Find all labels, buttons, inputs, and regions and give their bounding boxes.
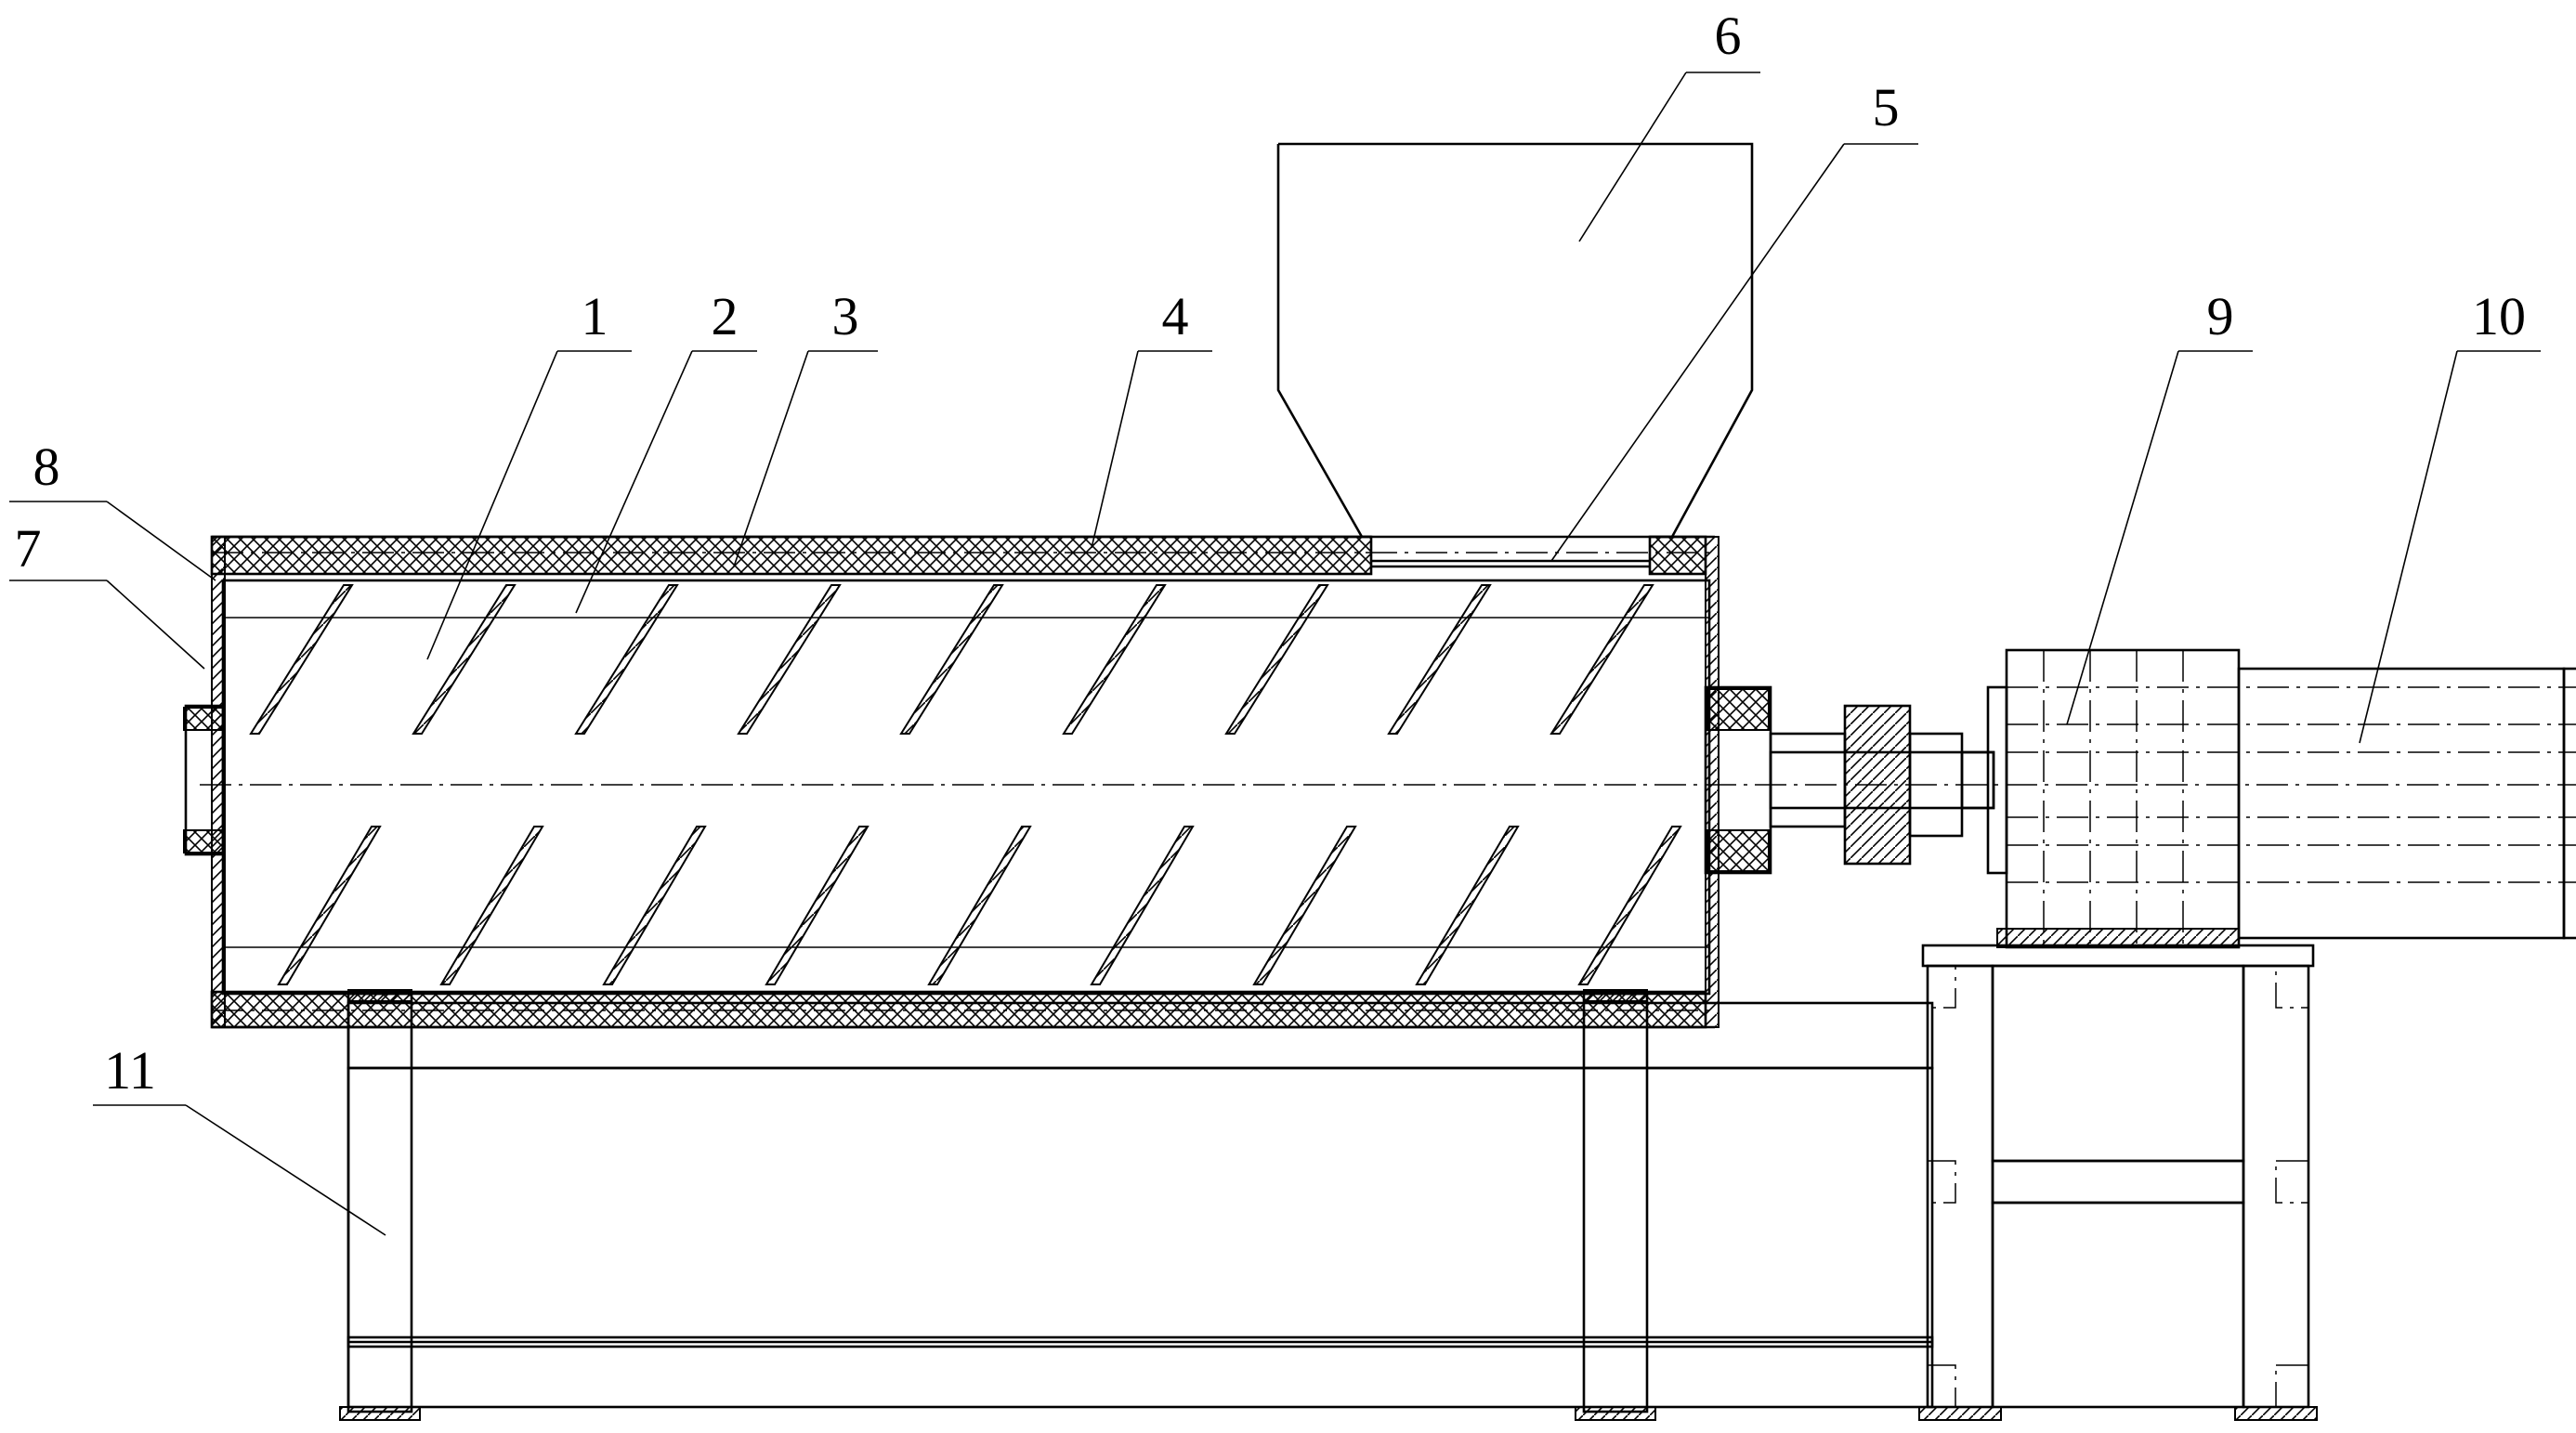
label-11: 11 xyxy=(104,1040,156,1101)
label-3: 3 xyxy=(832,286,859,346)
helical-blade-upper-9 xyxy=(1550,584,1654,735)
base-frame xyxy=(339,989,1934,1421)
label-8: 8 xyxy=(33,436,60,497)
helical-blade-upper-3 xyxy=(574,584,679,735)
helical-blade-lower-9 xyxy=(1577,826,1682,985)
helical-blades xyxy=(249,584,1682,985)
label-2: 2 xyxy=(712,286,739,346)
helical-blade-lower-1 xyxy=(277,826,382,985)
helical-blade-upper-6 xyxy=(1062,584,1167,735)
motor-stand xyxy=(1918,944,2318,1421)
helical-blade-lower-4 xyxy=(765,826,870,985)
feed-hopper xyxy=(1276,142,1754,539)
label-7: 7 xyxy=(15,518,42,579)
helical-blade-upper-2 xyxy=(412,584,517,735)
helical-blade-lower-6 xyxy=(1090,826,1195,985)
label-10: 10 xyxy=(2472,286,2526,346)
helical-blade-upper-4 xyxy=(737,584,842,735)
helical-blade-lower-2 xyxy=(439,826,544,985)
helical-blade-lower-5 xyxy=(927,826,1032,985)
label-1: 1 xyxy=(582,286,608,346)
label-6: 6 xyxy=(1715,6,1742,66)
drum-body xyxy=(183,535,2576,1029)
label-5: 5 xyxy=(1873,77,1900,137)
helical-blade-upper-7 xyxy=(1224,584,1329,735)
motor-assembly xyxy=(1986,648,2576,949)
part-labels: 1 2 3 4 5 6 7 8 9 10 11 xyxy=(15,6,2527,1101)
label-9: 9 xyxy=(2207,286,2234,346)
helical-blade-lower-3 xyxy=(602,826,707,985)
helical-blade-upper-8 xyxy=(1387,584,1492,735)
helical-blade-lower-7 xyxy=(1252,826,1357,985)
helical-blade-lower-8 xyxy=(1415,826,1520,985)
leader-lines xyxy=(9,72,2541,1236)
helical-blade-upper-1 xyxy=(249,584,354,735)
label-4: 4 xyxy=(1162,286,1189,346)
helical-blade-upper-5 xyxy=(899,584,1004,735)
